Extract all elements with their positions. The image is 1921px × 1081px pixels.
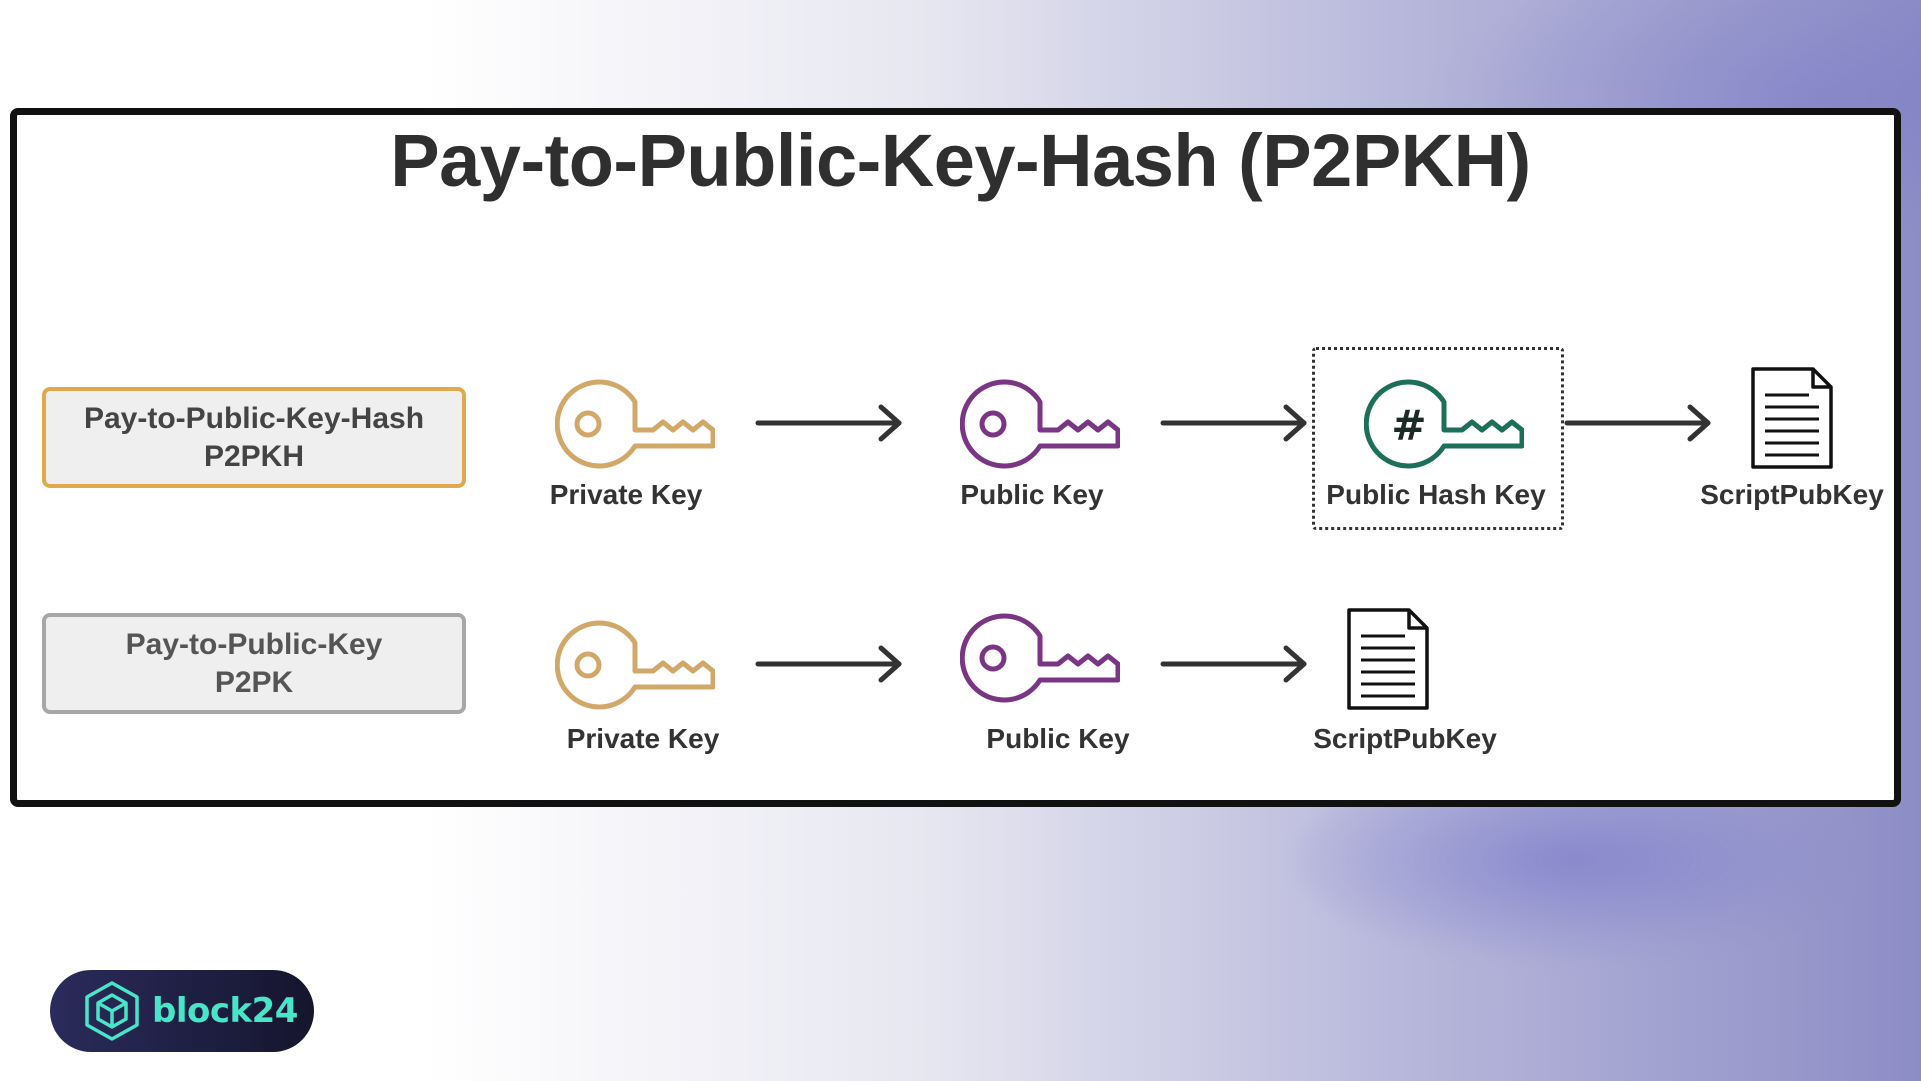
step-label: Private Key <box>549 479 703 510</box>
cube-icon <box>85 981 139 1041</box>
step-label: Private Key <box>566 723 720 754</box>
document-icon <box>1751 367 1833 469</box>
highlight-frame <box>1312 347 1564 530</box>
p2pkh-type-name: Pay-to-Public-Key-Hash <box>83 401 425 435</box>
step-label: ScriptPubKey <box>1313 723 1497 754</box>
arrow-icon <box>755 404 902 442</box>
brand-name: block24 <box>152 991 298 1031</box>
step-label: Public Key <box>986 723 1130 754</box>
brand-logo: block24 <box>50 970 314 1052</box>
p2pk-type-abbr: P2PK <box>214 665 294 699</box>
step-label: Public Hash Key <box>1326 479 1546 510</box>
hash-key-icon: # <box>1364 379 1524 469</box>
step-label: Public Key <box>960 479 1104 510</box>
private-key-icon <box>555 379 715 469</box>
arrow-icon <box>1160 404 1307 442</box>
arrow-icon <box>755 645 902 683</box>
p2pkh-type-box: Pay-to-Public-Key-Hash P2PKH <box>42 387 466 488</box>
private-key-icon <box>555 620 715 710</box>
p2pk-type-box: Pay-to-Public-Key P2PK <box>42 613 466 714</box>
arrow-icon <box>1564 404 1711 442</box>
public-key-icon <box>960 613 1120 703</box>
svg-text:#: # <box>1391 401 1426 450</box>
document-icon <box>1347 608 1429 710</box>
p2pk-type-name: Pay-to-Public-Key <box>125 627 383 661</box>
p2pkh-type-abbr: P2PKH <box>203 439 305 473</box>
diagram-title: Pay-to-Public-Key-Hash (P2PKH) <box>390 119 1531 202</box>
step-label: ScriptPubKey <box>1700 479 1884 510</box>
arrow-icon <box>1160 645 1307 683</box>
public-key-icon <box>960 379 1120 469</box>
